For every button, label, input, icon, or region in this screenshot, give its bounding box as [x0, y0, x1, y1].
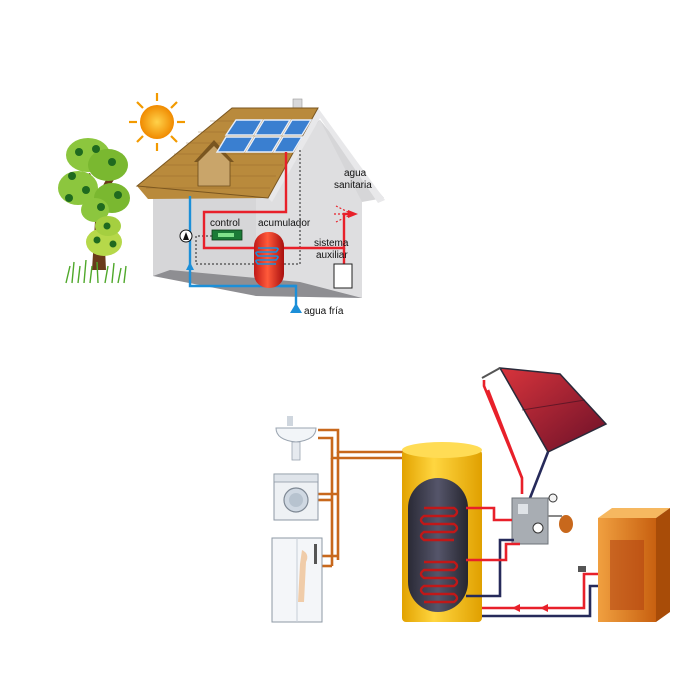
flow-arrows: [512, 604, 548, 612]
accumulator-label: acumulador: [258, 218, 311, 229]
roof-solar-panels: [215, 119, 313, 153]
sun-icon: [129, 93, 185, 151]
installation-diagram: [271, 367, 670, 623]
pump-station: [511, 493, 573, 545]
accumulator-tank: [254, 232, 284, 288]
washbasin-icon: [275, 416, 317, 461]
aux-system-label-line1: sistema: [314, 238, 349, 249]
controller-box: [211, 229, 243, 241]
washing-machine-icon: [273, 473, 319, 521]
auxiliary-system-box: [333, 263, 353, 289]
storage-tank: [402, 442, 482, 622]
auxiliary-boiler: [598, 508, 670, 622]
cold-water-label: agua fría: [304, 306, 344, 317]
aux-system-label-line2: auxiliar: [316, 250, 348, 261]
house: [135, 98, 385, 313]
sanitary-water-label-line2: sanitaria: [334, 180, 372, 191]
sanitary-water-label-line1: agua: [344, 168, 367, 179]
solar-collector-panel: [481, 367, 608, 453]
control-label: control: [210, 218, 240, 229]
house-diagram: control acumulador agua sanitaria sistem…: [58, 93, 385, 317]
pump-icon: [179, 229, 193, 243]
tree-icon: [58, 138, 130, 284]
shower-icon: [271, 537, 323, 623]
